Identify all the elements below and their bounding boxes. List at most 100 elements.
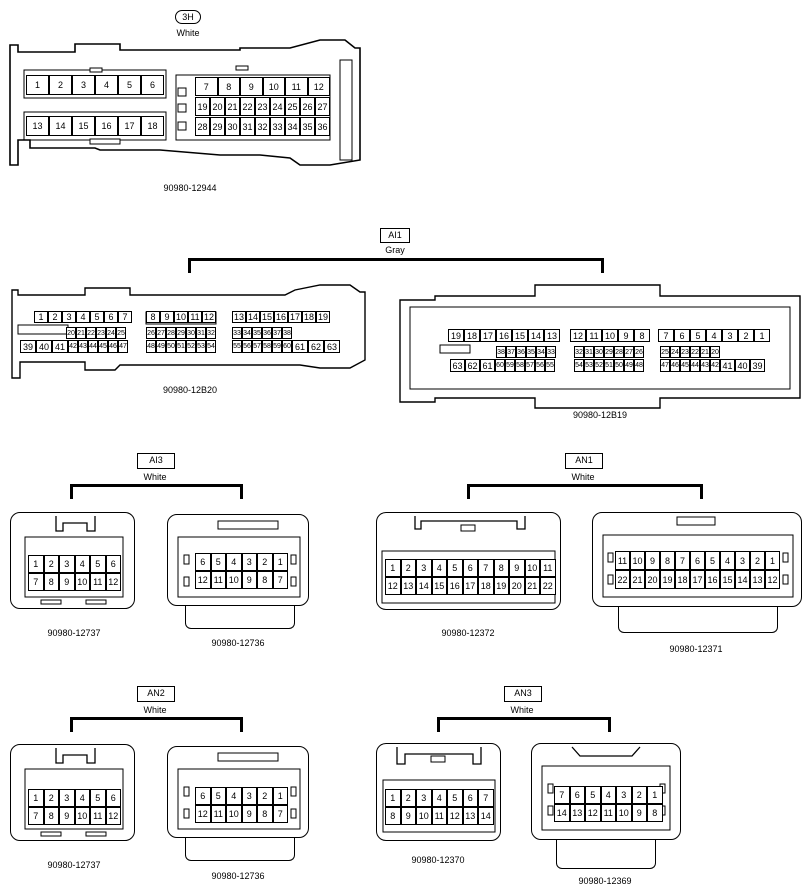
connector-color-an2: White [143,705,167,715]
pin: 8 [385,807,401,825]
connector-tag-an3: AN3 [504,686,542,702]
pin: 34 [536,346,546,358]
pin: 21 [225,97,240,116]
pin: 12 [570,329,586,342]
pin: 19 [660,570,675,589]
pin: 10 [616,804,632,822]
pin: 25 [116,327,126,339]
connector-bracket-an3 [437,717,611,732]
pin: 10 [74,573,90,591]
connector-color-ai3: White [143,472,167,482]
pin: 25 [660,346,670,358]
pin: 33 [546,346,556,358]
pin: 59 [272,340,282,353]
pin: 4 [600,786,616,804]
pin: 35 [300,117,315,136]
pin: 19 [316,311,330,323]
pin: 6 [569,786,585,804]
pin: 10 [524,559,540,577]
pin: 23 [680,346,690,358]
pin: 37 [506,346,516,358]
pin: 12 [765,570,780,589]
pin: 54 [206,340,216,353]
connector-ai3-right: 6 5 4 3 2 1 12 11 10 9 8 7 [167,514,309,606]
pin: 15 [72,116,95,136]
pin: 31 [196,327,206,339]
part-number-an3-right: 90980-12369 [578,876,632,886]
pin: 5 [447,789,463,807]
pin: 7 [478,559,494,577]
pin: 13 [232,311,246,323]
pin: 51 [604,359,614,372]
pin: 9 [59,573,75,591]
pin: 26 [634,346,644,358]
part-number-ai3-right: 90980-12736 [211,638,265,648]
pin: 41 [720,359,735,372]
connector-an1-left: 1 2 3 4 5 6 7 8 9 10 11 12 13 14 15 16 1… [376,512,561,610]
pin: 4 [226,787,242,805]
pin: 6 [462,559,478,577]
pin: 12 [202,311,216,323]
pin: 7 [272,571,288,589]
pin: 10 [174,311,188,323]
pin: 4 [706,329,722,342]
pin: 12 [385,577,401,595]
pin: 2 [400,789,416,807]
pin: 7 [675,551,690,570]
pin: 14 [49,116,72,136]
pin: 61 [480,359,495,372]
pin: 32 [255,117,270,136]
pin: 1 [385,789,401,807]
part-number-an1-left: 90980-12372 [441,628,495,638]
pin: 6 [462,789,478,807]
connector-color-an3: White [510,705,534,715]
pin: 16 [274,311,288,323]
connector-bracket-ai1 [188,258,604,273]
pin: 17 [480,329,496,342]
pin: 5 [90,555,106,573]
pin: 11 [615,551,630,570]
pin: 7 [658,329,674,342]
pin: 3 [416,789,432,807]
pin: 55 [232,340,242,353]
pin: 3 [735,551,750,570]
pin: 34 [285,117,300,136]
pin: 46 [108,340,118,353]
pin: 6 [105,789,121,807]
pin: 9 [618,329,634,342]
pin: 11 [210,805,226,823]
pin: 12 [105,807,121,825]
pin: 48 [146,340,156,353]
pin: 16 [95,116,118,136]
pin: 5 [447,559,463,577]
pin: 10 [262,77,285,96]
pin: 41 [52,340,68,353]
connector-an2-left: 1 2 3 4 5 6 7 8 9 10 11 12 [10,744,135,841]
pin: 5 [90,789,106,807]
pin: 18 [675,570,690,589]
pin: 43 [700,359,710,372]
pin: 7 [272,805,288,823]
pin: 21 [524,577,540,595]
pin: 47 [660,359,670,372]
pin: 8 [647,804,663,822]
pin: 13 [750,570,765,589]
pin: 10 [602,329,618,342]
pin: 2 [257,553,273,571]
pin: 63 [324,340,340,353]
pin: 1 [754,329,770,342]
pin: 3 [416,559,432,577]
pin: 5 [118,75,141,95]
pin: 12 [585,804,601,822]
pin: 8 [634,329,650,342]
pin: 12 [307,77,330,96]
pin: 28 [614,346,624,358]
pin: 2 [400,559,416,577]
pin: 5 [585,786,601,804]
pin: 49 [156,340,166,353]
pin: 1 [647,786,663,804]
pin: 49 [624,359,634,372]
pin: 58 [262,340,272,353]
pin: 4 [74,789,90,807]
pin: 1 [26,75,49,95]
